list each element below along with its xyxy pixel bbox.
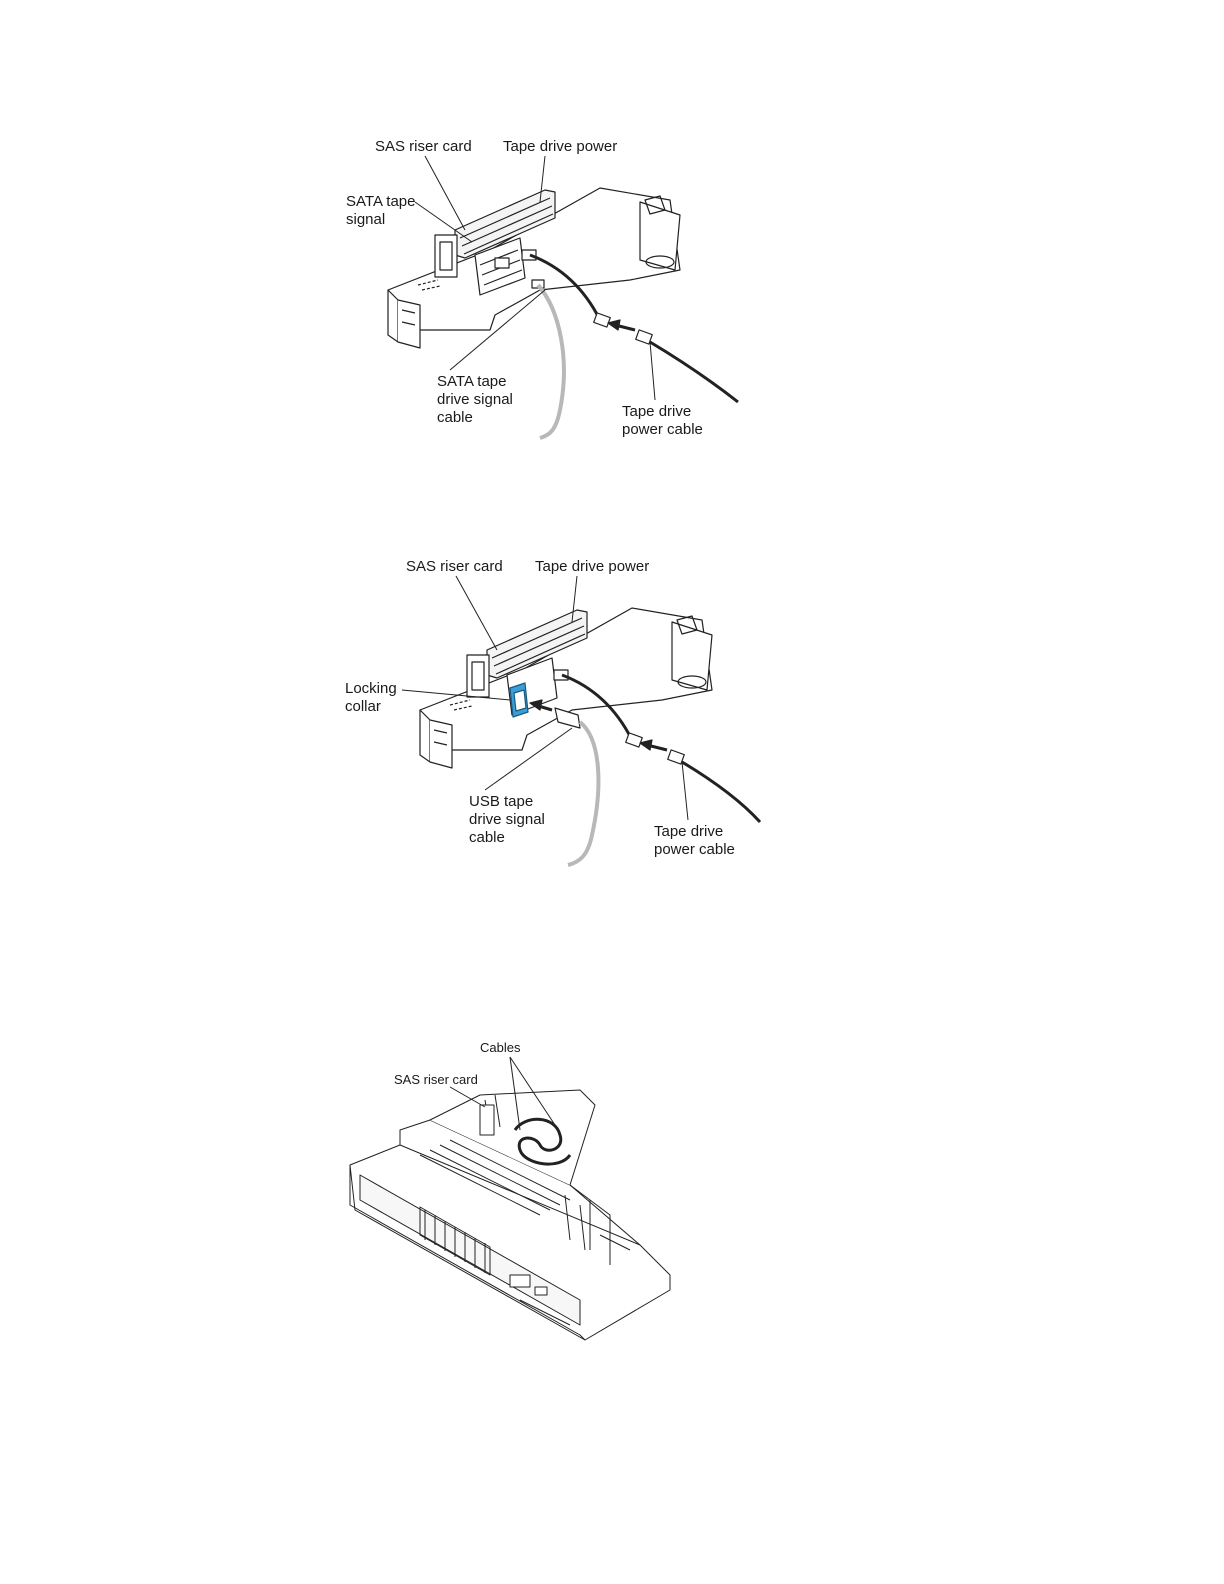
leader-lines-fig1 bbox=[340, 130, 760, 450]
figure-server-chassis: Cables SAS riser card bbox=[340, 1035, 680, 1345]
leader-lines-fig3 bbox=[340, 1035, 680, 1345]
figure-usb-tape-cabling: SAS riser card Tape drive power Locking … bbox=[340, 550, 780, 880]
leader-lines-fig2 bbox=[340, 550, 780, 880]
figure-sata-tape-cabling: SAS riser card Tape drive power SATA tap… bbox=[340, 130, 760, 450]
